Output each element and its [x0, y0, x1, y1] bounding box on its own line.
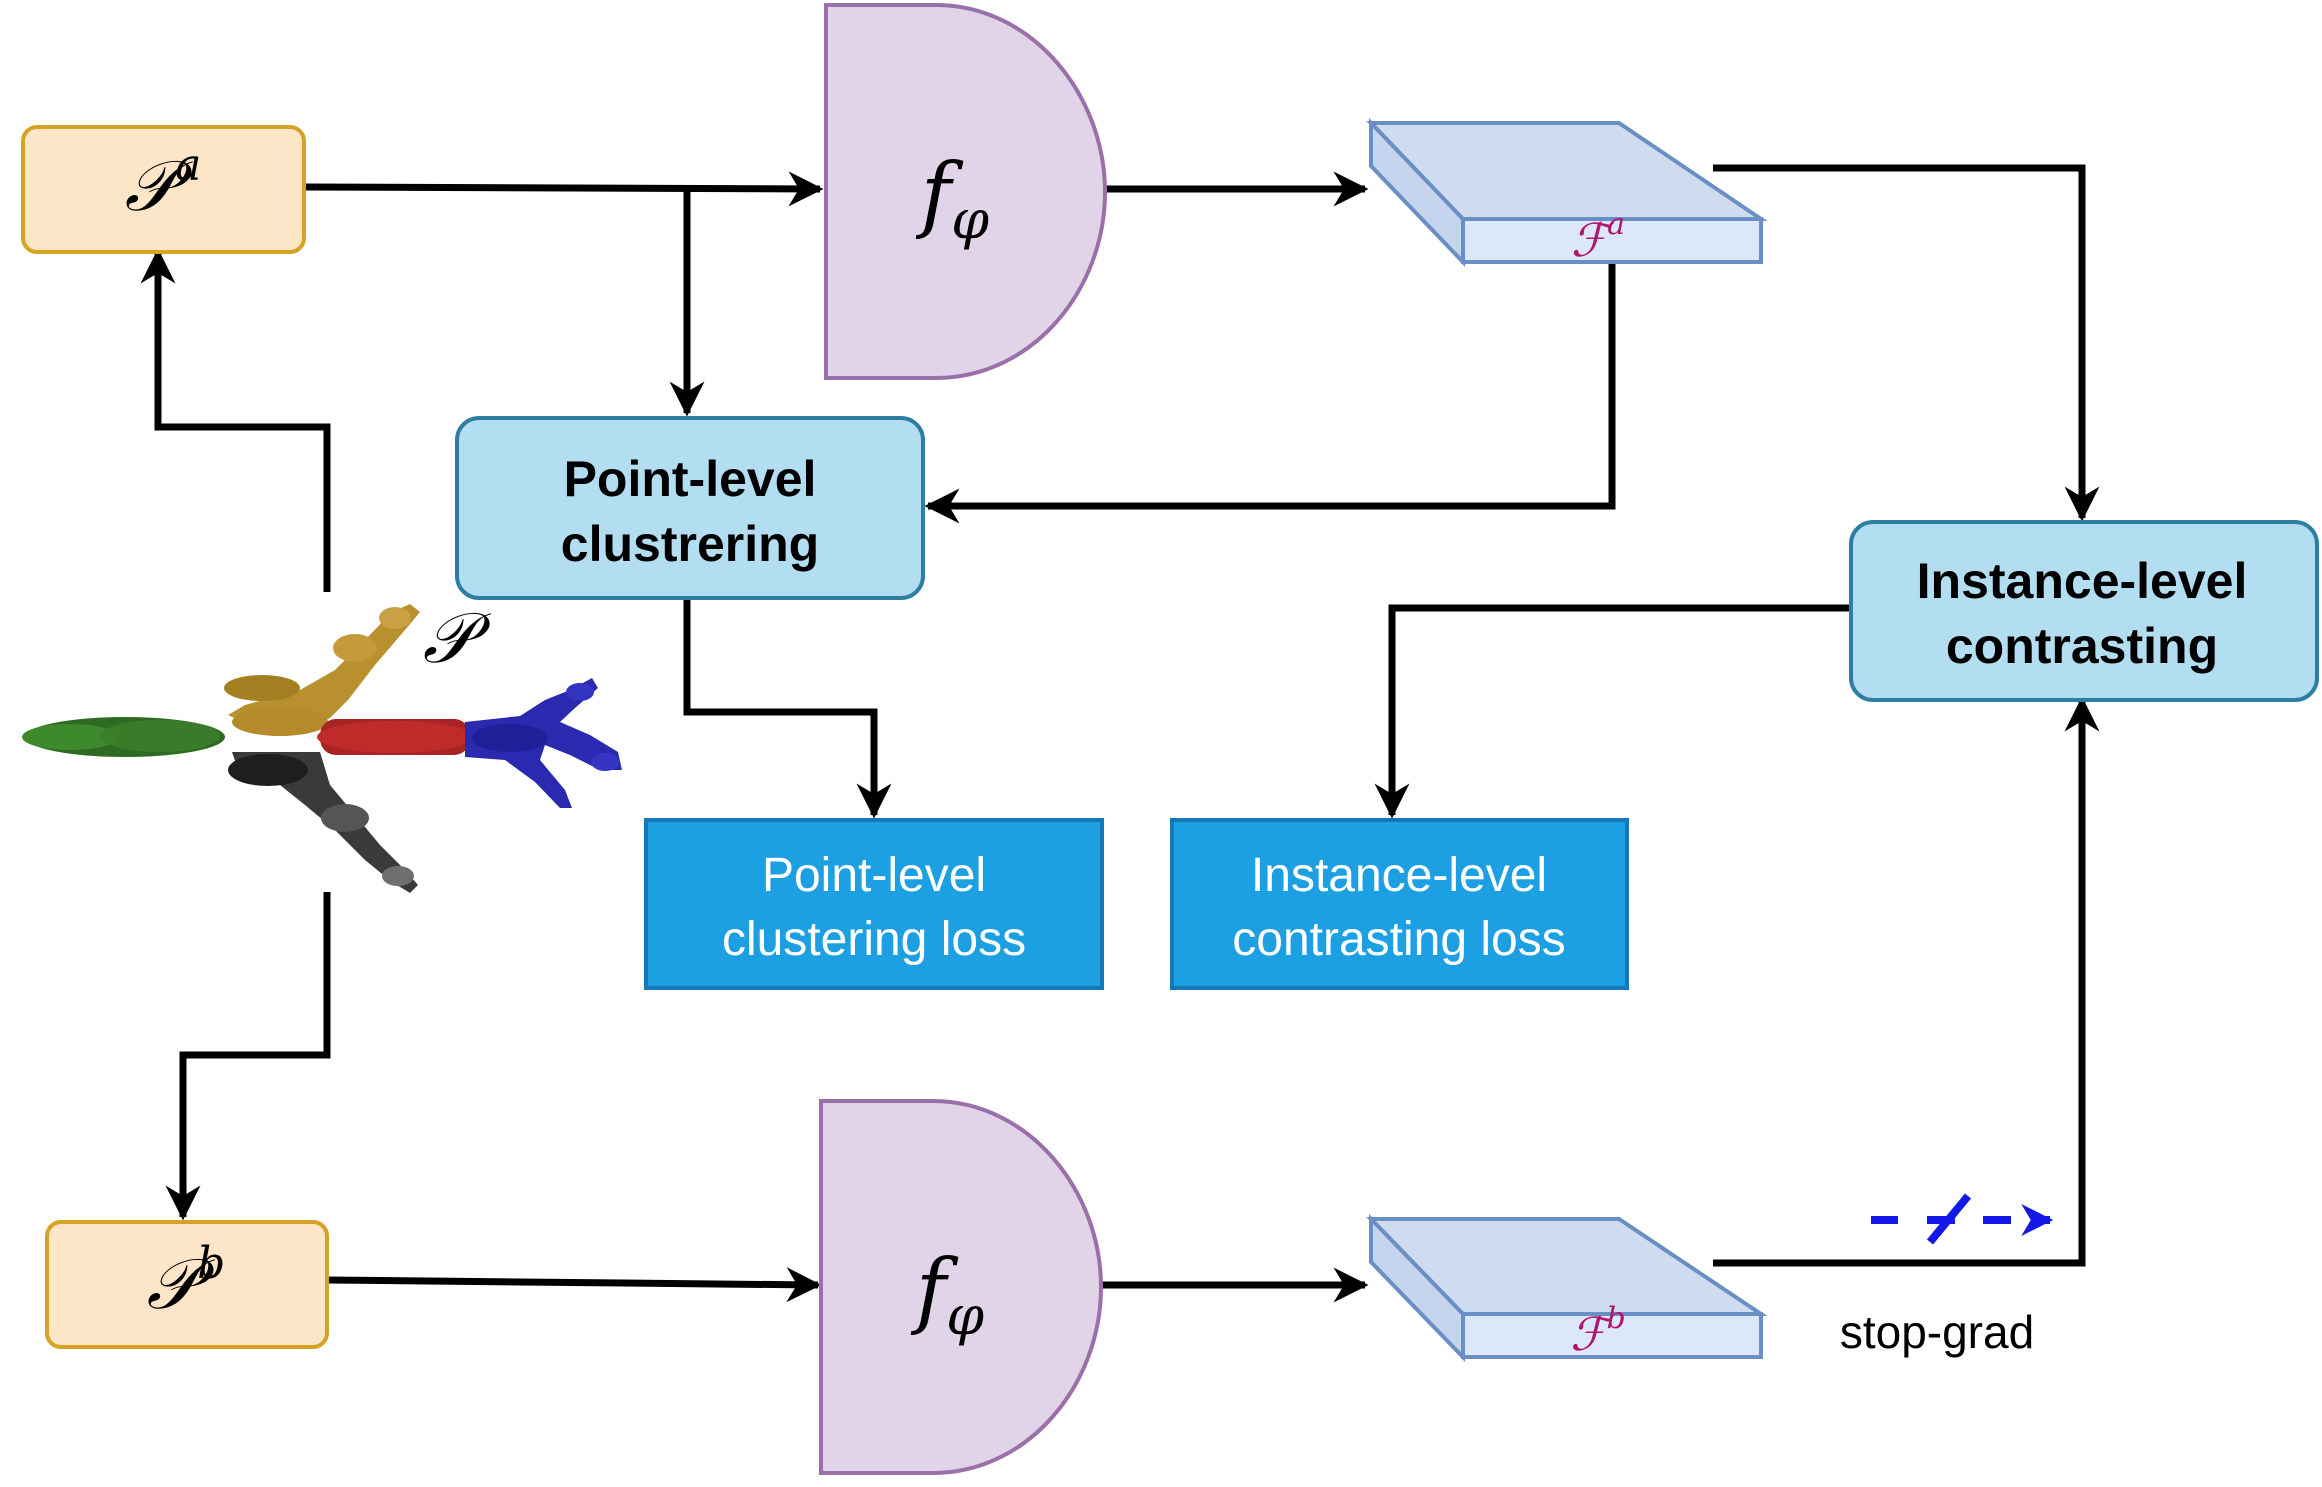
point-level-loss-line1: Point-level	[762, 849, 986, 902]
arrow-p-to-pa	[140, 248, 331, 592]
instance-level-contrasting-line2: contrasting	[1946, 618, 2218, 674]
airplane-tail-blue	[465, 678, 622, 808]
point-level-loss-rect	[644, 818, 1104, 990]
feature-fb: ℱb	[1366, 1214, 1768, 1362]
svg-text:ℱa: ℱa	[1571, 207, 1625, 267]
arrow-fa-to-contrasting	[1713, 164, 2100, 522]
input-p-symbol: 𝒫	[423, 597, 492, 679]
stop-grad-label: stop-grad	[1840, 1306, 2034, 1358]
instance-level-loss-box: Instance-level contrasting loss	[1170, 818, 1629, 990]
instance-level-loss-line2: contrasting loss	[1232, 913, 1566, 966]
point-level-clustering-rect	[455, 416, 925, 600]
instance-level-contrasting-box: Instance-level contrasting	[1849, 520, 2319, 702]
instance-level-loss-rect	[1170, 818, 1629, 990]
feature-fa-front-face	[1461, 217, 1763, 264]
input-pa-box: 𝒫a	[21, 125, 306, 254]
airplane-point-cloud: 𝒫	[22, 597, 622, 893]
feature-fb-front-face	[1461, 1312, 1763, 1359]
input-pb-rect	[45, 1220, 329, 1349]
svg-text:𝒫: 𝒫	[423, 597, 492, 679]
point-level-clustering-line1: Point-level	[564, 451, 817, 507]
encoder-top-subscript: φ	[951, 188, 989, 251]
instance-level-contrasting-line1: Instance-level	[1917, 553, 2248, 609]
encoder-bottom-shape	[819, 1099, 1104, 1475]
airplane-body-red	[317, 719, 473, 755]
feature-fb-superscript: b	[1606, 1301, 1625, 1336]
stop-grad-slash	[1926, 1193, 1972, 1245]
input-pa-superscript: a	[175, 140, 201, 191]
feature-fa-superscript: a	[1607, 207, 1625, 242]
arrow-pa-to-encoder	[303, 171, 824, 207]
arrow-fa-to-clustering	[924, 262, 1616, 524]
arrow-p-to-pb	[165, 892, 331, 1221]
encoder-top-shape	[824, 3, 1108, 380]
instance-level-loss-line1: Instance-level	[1251, 849, 1547, 902]
encoder-bottom-subscript: φ	[946, 1284, 984, 1347]
point-level-clustering-line2: clustrering	[561, 516, 819, 572]
feature-fa: ℱa	[1366, 118, 1768, 267]
point-level-loss-line2: clustering loss	[722, 913, 1026, 966]
input-pb-superscript: b	[197, 1238, 225, 1289]
input-pa-rect	[21, 125, 306, 254]
arrow-fb-to-contrasting	[1713, 696, 2100, 1267]
stop-grad-indicator: stop-grad	[1840, 1193, 2054, 1358]
encoder-top: fφ	[824, 3, 1108, 380]
instance-level-contrasting-rect	[1849, 520, 2319, 702]
encoder-bottom: fφ	[819, 1099, 1104, 1475]
airplane-lower-wing-black	[228, 752, 418, 893]
airplane-nose-green	[22, 717, 225, 757]
arrow-clustering-to-loss	[683, 599, 892, 819]
input-pb-box: 𝒫b	[45, 1220, 329, 1349]
point-level-clustering-box: Point-level clustrering	[455, 416, 925, 600]
arrow-contrasting-to-loss	[1374, 604, 1850, 819]
connectors	[140, 164, 2100, 1303]
airplane-upper-wing-gold	[224, 604, 420, 736]
point-level-loss-box: Point-level clustering loss	[644, 818, 1104, 990]
arrow-pb-to-encoder	[326, 1267, 822, 1303]
